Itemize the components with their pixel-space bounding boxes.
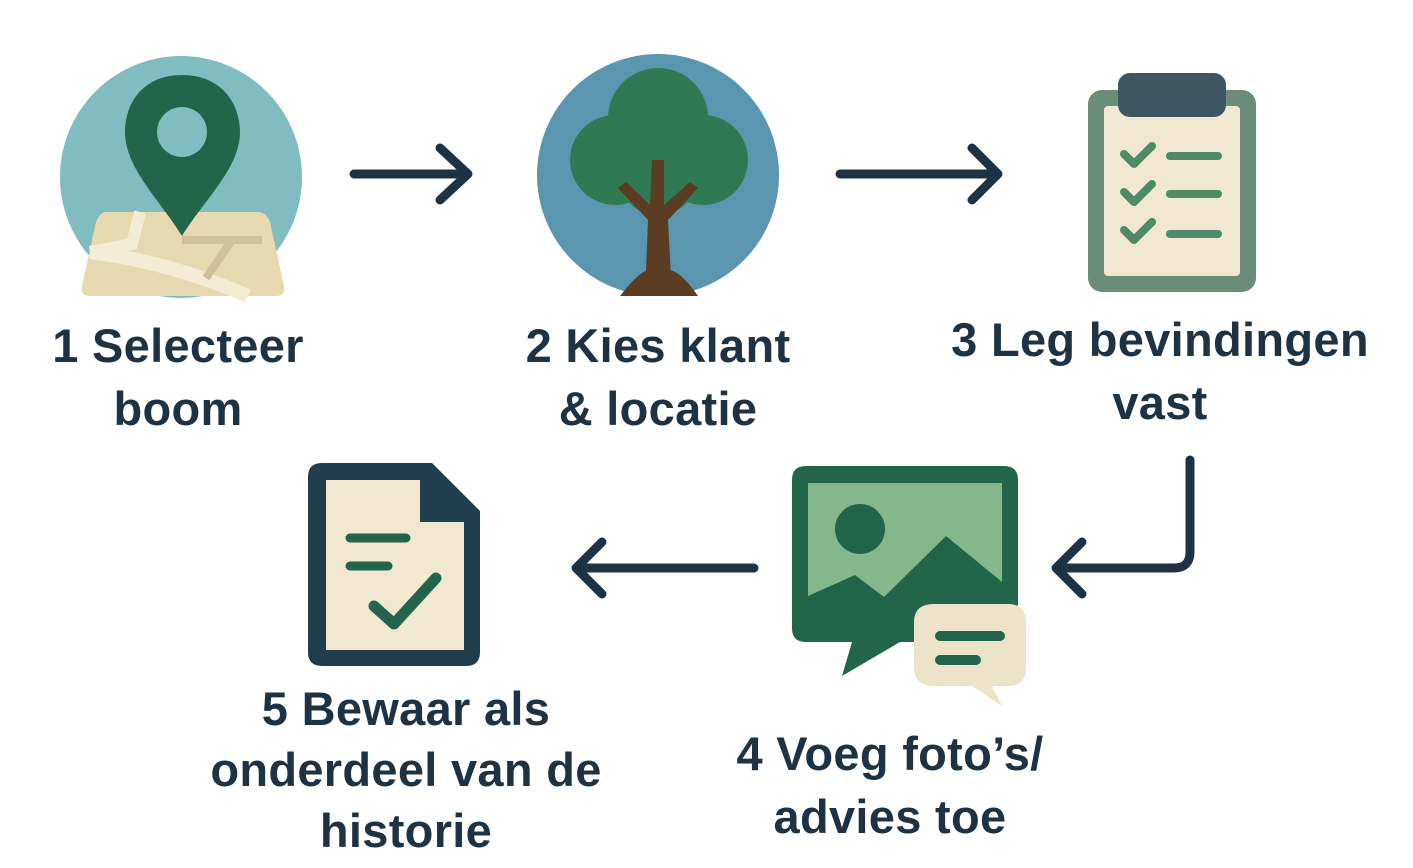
step-5-line-2: onderdeel van de [210,743,602,796]
arrow-left [571,537,759,599]
step-4-line-2: advies toe [773,790,1007,843]
arrow-right-1 [349,143,473,205]
document-check-icon [308,463,480,666]
photo-comment-icon [792,466,1026,706]
step-1-line-2: boom [113,382,243,435]
step-2-line-1: 2 Kies klant [525,319,791,372]
tree-icon [537,54,779,296]
clipboard-checklist-icon [1088,73,1256,292]
step-2-line-2: & locatie [558,382,758,435]
step-3-line-2: vast [1112,376,1208,429]
step-3-line-1: 3 Leg bevindingen [951,313,1369,366]
step-4-line-1: 4 Voeg foto’s/ [736,727,1044,780]
step-5-label: 5 Bewaar als onderdeel van de historie [176,678,636,861]
step-3-label: 3 Leg bevindingen vast [930,308,1390,434]
step-5-line-1: 5 Bewaar als [261,682,551,735]
step-2-label: 2 Kies klant & locatie [428,314,888,440]
map-pin-icon [60,56,302,303]
arrow-elbow-down-left [1051,455,1195,599]
step-4-label: 4 Voeg foto’s/ advies toe [660,722,1120,848]
step-5-line-3: historie [319,804,493,857]
step-1-label: 1 Selecteer boom [0,314,408,440]
step-1-line-1: 1 Selecteer [52,319,304,372]
arrow-right-2 [835,143,1003,205]
